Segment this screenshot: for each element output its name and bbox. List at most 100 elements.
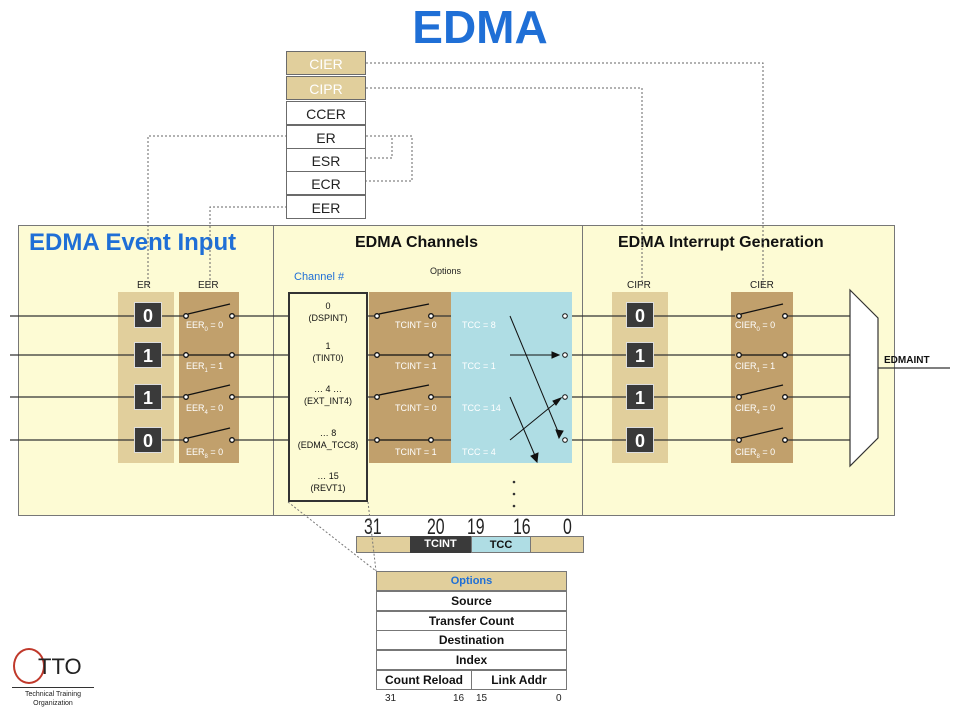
tcc-label: TCC = 1 <box>462 361 496 371</box>
param-bit-label: 31 <box>385 693 397 704</box>
register-cipr[interactable]: CIPR <box>286 76 366 100</box>
cipr-label: CIPR <box>627 280 651 291</box>
eer-switch-label: EER4 = 0 <box>186 403 224 416</box>
cier-switch <box>736 384 788 400</box>
interrupt-mux <box>849 288 879 468</box>
cier-switch <box>736 427 788 443</box>
tcint-label: TCINT = 0 <box>395 403 437 413</box>
bit-number: 31 <box>364 514 382 539</box>
eer-switch <box>183 303 235 319</box>
continuation-dots <box>512 480 516 508</box>
eer-switch <box>183 352 235 358</box>
cier-switch-label: CIER8 = 0 <box>735 447 776 460</box>
er-bit: 0 <box>134 427 162 453</box>
bit-number: 19 <box>467 514 485 539</box>
eer-switch-label: EER8 = 0 <box>186 447 224 460</box>
bit-number: 20 <box>427 514 445 539</box>
bit-number: 0 <box>563 514 572 539</box>
register-eer[interactable]: EER <box>286 195 366 219</box>
er-bit: 1 <box>134 384 162 410</box>
register-ecr[interactable]: ECR <box>286 171 366 195</box>
param-bit-label: 0 <box>556 693 562 704</box>
param-connectors <box>287 501 377 572</box>
tcint-column <box>369 292 451 463</box>
tcint-switch <box>374 384 434 400</box>
logo-text: TTO <box>38 654 82 679</box>
channel-entry[interactable]: … 15(REVT1) <box>310 471 346 493</box>
channels-title: EDMA Channels <box>355 234 478 251</box>
tcint-label: TCINT = 0 <box>395 320 437 330</box>
er-link <box>147 135 287 288</box>
cier-switch-label: CIER1 = 1 <box>735 361 776 374</box>
interrupt-title: EDMA Interrupt Generation <box>618 234 824 251</box>
eer-link <box>209 206 287 288</box>
tcint-switch <box>374 352 434 358</box>
tcint-switch <box>374 303 434 319</box>
register-esr[interactable]: ESR <box>286 148 366 172</box>
cier-column <box>731 292 793 463</box>
options-header: Options <box>430 266 462 276</box>
tcc-label: TCC = 14 <box>462 403 501 413</box>
tcint-switch <box>374 437 434 443</box>
cier-switch-label: CIER4 = 0 <box>735 403 776 416</box>
ecr-link <box>366 135 413 182</box>
param-bit-label: 15 <box>476 693 488 704</box>
bit-number: 16 <box>513 514 531 539</box>
cipr-bit: 0 <box>626 302 654 328</box>
eer-label: EER <box>198 280 219 291</box>
register-ccer[interactable]: CCER <box>286 101 366 125</box>
param-count-reload: Count Reload <box>376 670 472 690</box>
event-input-title: EDMA Event Input <box>29 229 237 256</box>
tcc-mapping <box>509 313 568 464</box>
cier-link <box>366 62 764 288</box>
options-bitfield: TCINT TCC <box>356 536 584 553</box>
logo-rule <box>12 687 94 688</box>
esr-link <box>366 136 393 159</box>
er-label: ER <box>137 280 151 291</box>
cier-label: CIER <box>750 280 774 291</box>
channel-entry[interactable]: … 8(EDMA_TCC8) <box>297 428 359 450</box>
tcc-label: TCC = 4 <box>462 447 496 457</box>
switches <box>183 303 788 443</box>
cier-switch <box>736 303 788 319</box>
eer-switch <box>183 427 235 443</box>
channel-list <box>288 292 368 502</box>
param-link-addr: Link Addr <box>471 670 567 690</box>
edmaint-label: EDMAINT <box>884 355 930 366</box>
register-links <box>147 62 764 288</box>
register-cier[interactable]: CIER <box>286 51 366 75</box>
param-bit-label: 16 <box>453 693 465 704</box>
eer-switch-label: EER0 = 0 <box>186 320 224 333</box>
channel-number-header: Channel # <box>294 271 345 283</box>
signal-lines <box>10 315 950 441</box>
param-options: Options <box>376 571 567 591</box>
cipr-bit: 1 <box>626 384 654 410</box>
cipr-link <box>366 87 643 288</box>
cier-switch <box>736 352 788 358</box>
tcint-label: TCINT = 1 <box>395 447 437 457</box>
page-title: EDMA <box>412 1 548 53</box>
param-index: Index <box>376 650 567 670</box>
channel-entry[interactable]: … 4 …(EXT_INT4) <box>303 384 352 406</box>
cier-switch-label: CIER0 = 0 <box>735 320 776 333</box>
channel-entry[interactable]: 0(DSPINT) <box>308 301 348 323</box>
eer-switch-label: EER1 = 1 <box>186 361 224 374</box>
tcc-label: TCC = 8 <box>462 320 496 330</box>
tcint-field: TCINT <box>410 536 471 553</box>
channel-entry[interactable]: 1(TINT0) <box>312 341 344 363</box>
tcint-label: TCINT = 1 <box>395 361 437 371</box>
logo-circle <box>13 648 45 684</box>
er-bit: 1 <box>134 342 162 368</box>
er-bit: 0 <box>134 302 162 328</box>
param-source: Source <box>376 591 567 611</box>
tcc-field: TCC <box>471 536 531 553</box>
eer-column <box>179 292 239 463</box>
eer-switch <box>183 384 235 400</box>
cipr-bit: 1 <box>626 342 654 368</box>
param-destination: Destination <box>376 630 567 650</box>
param-transfer-count: Transfer Count <box>376 611 567 631</box>
cipr-bit: 0 <box>626 427 654 453</box>
